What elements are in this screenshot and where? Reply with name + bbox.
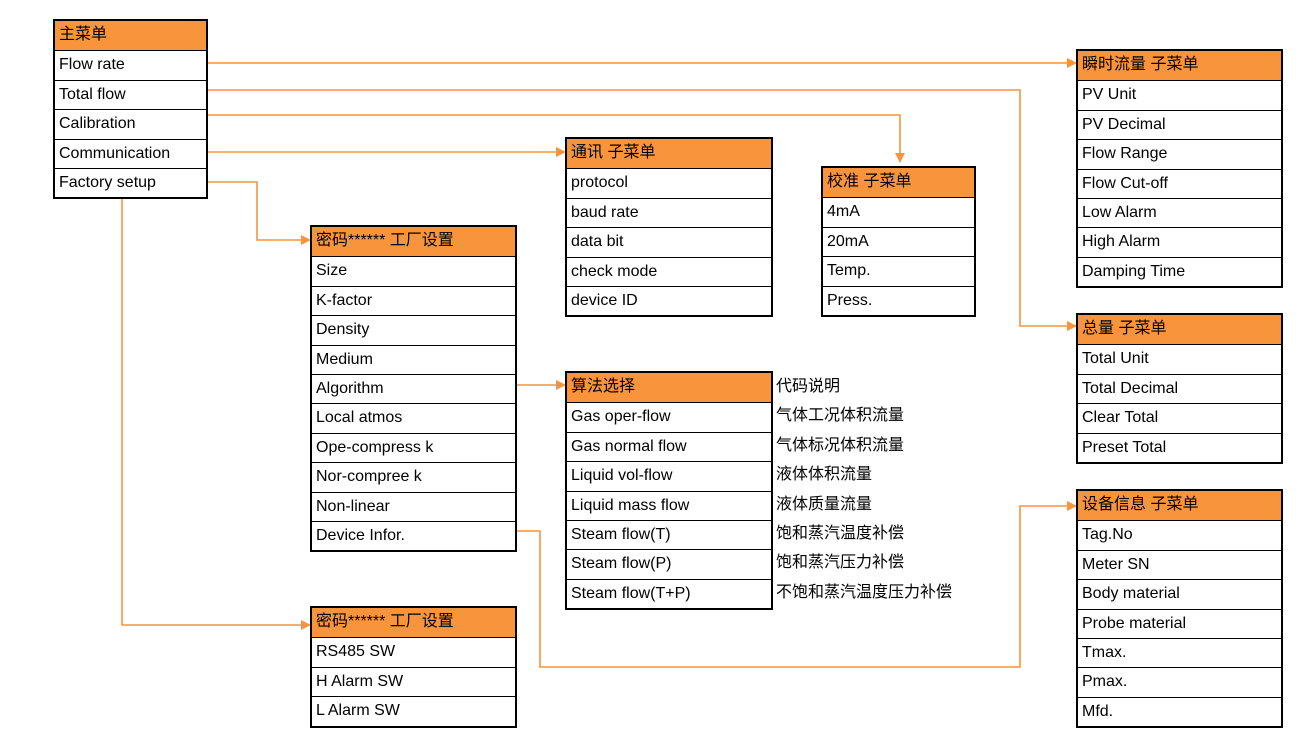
menu-item-factory-setup[interactable]: Factory setup [55, 167, 206, 197]
menu-item-nor-compree-k[interactable]: Nor-compree k [312, 462, 515, 491]
device-info-submenu: 设备信息 子菜单 Tag.No Meter SN Body material P… [1076, 489, 1283, 729]
menu-item-ope-compress-k[interactable]: Ope-compress k [312, 432, 515, 462]
total-flow-submenu: 总量 子菜单 Total Unit Total Decimal Clear To… [1076, 313, 1283, 464]
menu-item-calibration[interactable]: Calibration [55, 109, 206, 138]
menu-item-pv-unit[interactable]: PV Unit [1078, 80, 1281, 109]
menu-item-steam-flow-p[interactable]: Steam flow(P) [567, 549, 771, 578]
menu-item-clear-total[interactable]: Clear Total [1078, 403, 1281, 432]
menu-item-low-alarm[interactable]: Low Alarm [1078, 197, 1281, 227]
menu-item-baud-rate[interactable]: baud rate [567, 197, 771, 227]
menu-item-liquid-mass-flow[interactable]: Liquid mass flow [567, 490, 771, 520]
code-note: 气体标况体积流量 [776, 437, 905, 454]
menu-item-flow-range[interactable]: Flow Range [1078, 139, 1281, 168]
menu-item-l-alarm-sw[interactable]: L Alarm SW [312, 696, 515, 725]
code-note: 液体质量流量 [776, 496, 873, 513]
code-note: 饱和蒸汽温度补偿 [776, 525, 905, 542]
menu-item-meter-sn[interactable]: Meter SN [1078, 549, 1281, 579]
link-calibration [205, 114, 905, 163]
factory-alarm-submenu: 密码****** 工厂设置 RS485 SW H Alarm SW L Alar… [310, 606, 517, 728]
menu-item-high-alarm[interactable]: High Alarm [1078, 227, 1281, 256]
menu-item-h-alarm-sw[interactable]: H Alarm SW [312, 666, 515, 696]
menu-item-gas-oper-flow[interactable]: Gas oper-flow [567, 402, 771, 431]
menu-item-local-atmos[interactable]: Local atmos [312, 403, 515, 432]
menu-item-k-factor[interactable]: K-factor [312, 285, 515, 315]
code-note: 不饱和蒸汽温度压力补偿 [776, 584, 953, 601]
menu-item-liquid-vol-flow[interactable]: Liquid vol-flow [567, 461, 771, 490]
menu-item-pv-decimal[interactable]: PV Decimal [1078, 109, 1281, 139]
menu-item-communication[interactable]: Communication [55, 138, 206, 168]
flow-rate-submenu-title: 瞬时流量 子菜单 [1078, 51, 1281, 81]
menu-item-device-id[interactable]: device ID [567, 285, 771, 315]
menu-item-device-infor[interactable]: Device Infor. [312, 520, 515, 550]
factory-setup-submenu-title: 密码****** 工厂设置 [312, 227, 515, 257]
menu-item-tmax[interactable]: Tmax. [1078, 637, 1281, 667]
code-note: 饱和蒸汽压力补偿 [776, 554, 905, 571]
menu-item-probe-material[interactable]: Probe material [1078, 608, 1281, 638]
code-note: 液体体积流量 [776, 466, 873, 483]
menu-item-density[interactable]: Density [312, 315, 515, 344]
link-factory-setup [205, 181, 311, 245]
menu-item-gas-normal-flow[interactable]: Gas normal flow [567, 431, 771, 461]
calibration-submenu-title: 校准 子菜单 [823, 168, 974, 198]
factory-setup-submenu: 密码****** 工厂设置 Size K-factor Density Medi… [310, 225, 517, 553]
menu-item-mfd[interactable]: Mfd. [1078, 696, 1281, 726]
link-device-info [512, 501, 1077, 668]
menu-item-total-flow[interactable]: Total flow [55, 79, 206, 109]
menu-item-medium[interactable]: Medium [312, 344, 515, 374]
menu-item-total-unit[interactable]: Total Unit [1078, 344, 1281, 373]
link-factory-alarm [121, 197, 311, 630]
menu-item-damping-time[interactable]: Damping Time [1078, 256, 1281, 286]
main-menu: 主菜单 Flow rate Total flow Calibration Com… [53, 19, 208, 200]
menu-item-data-bit[interactable]: data bit [567, 227, 771, 256]
menu-item-protocol[interactable]: protocol [567, 168, 771, 197]
menu-item-4ma[interactable]: 4mA [823, 197, 974, 226]
main-menu-title: 主菜单 [55, 21, 206, 51]
menu-item-20ma[interactable]: 20mA [823, 226, 974, 256]
menu-item-temp[interactable]: Temp. [823, 256, 974, 285]
total-flow-submenu-title: 总量 子菜单 [1078, 315, 1281, 345]
menu-item-non-linear[interactable]: Non-linear [312, 491, 515, 521]
factory-alarm-submenu-title: 密码****** 工厂设置 [312, 608, 515, 638]
algorithm-submenu-title: 算法选择 [567, 373, 771, 403]
menu-item-check-mode[interactable]: check mode [567, 256, 771, 286]
code-note: 气体工况体积流量 [776, 407, 905, 424]
code-notes-title: 代码说明 [776, 378, 841, 395]
algorithm-submenu: 算法选择 Gas oper-flow Gas normal flow Liqui… [565, 371, 773, 611]
menu-item-rs485-sw[interactable]: RS485 SW [312, 637, 515, 666]
communication-submenu-title: 通讯 子菜单 [567, 139, 771, 169]
menu-item-body-material[interactable]: Body material [1078, 579, 1281, 608]
device-info-submenu-title: 设备信息 子菜单 [1078, 491, 1281, 521]
menu-item-preset-total[interactable]: Preset Total [1078, 432, 1281, 462]
menu-item-tag-no[interactable]: Tag.No [1078, 520, 1281, 549]
link-total-flow [205, 89, 1077, 331]
menu-item-flow-rate[interactable]: Flow rate [55, 50, 206, 79]
menu-item-algorithm[interactable]: Algorithm [312, 373, 515, 403]
communication-submenu: 通讯 子菜单 protocol baud rate data bit check… [565, 137, 773, 318]
menu-item-steam-flow-tp[interactable]: Steam flow(T+P) [567, 578, 771, 608]
menu-item-flow-cutoff[interactable]: Flow Cut-off [1078, 168, 1281, 198]
menu-item-size[interactable]: Size [312, 256, 515, 285]
menu-item-press[interactable]: Press. [823, 285, 974, 315]
menu-item-total-decimal[interactable]: Total Decimal [1078, 373, 1281, 403]
calibration-submenu: 校准 子菜单 4mA 20mA Temp. Press. [821, 166, 976, 317]
menu-item-pmax[interactable]: Pmax. [1078, 667, 1281, 696]
menu-item-steam-flow-t[interactable]: Steam flow(T) [567, 519, 771, 549]
flow-rate-submenu: 瞬时流量 子菜单 PV Unit PV Decimal Flow Range F… [1076, 49, 1283, 289]
